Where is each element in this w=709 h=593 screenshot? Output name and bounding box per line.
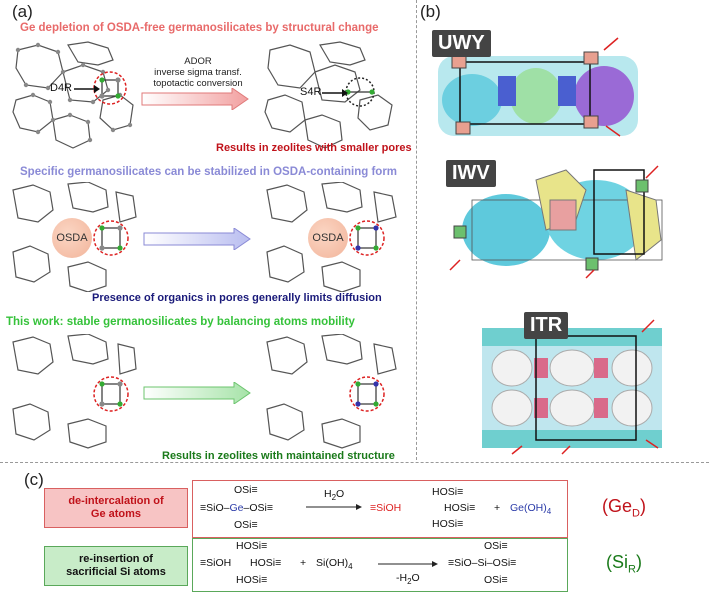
ge-deintercalation-box: de-intercalation of Ge atoms (44, 488, 188, 528)
itr-structure (482, 319, 662, 455)
s4r-pointer-arrow (322, 89, 348, 97)
ge-oh4-text: Ge(OH) (510, 502, 547, 514)
ge-product-hosi-2: HOSi≡ (444, 502, 476, 514)
ge-oh4-sub: 4 (546, 507, 552, 517)
zeolite-framework-right-3 (266, 334, 397, 449)
ge-reaction-frame (192, 480, 568, 538)
ge-d-tag: (GeD) (602, 496, 646, 520)
ge-reactant-bottom: OSi≡ (234, 519, 258, 531)
row2-transform-arrow (143, 228, 251, 250)
si-reagent-o: O (411, 572, 420, 584)
itr-label: ITR (524, 312, 569, 339)
ge-reagent-h: H (324, 488, 332, 500)
si-reinsertion-box: re-insertion of sacrificial Si atoms (44, 546, 188, 586)
zeolite-framework-left-3 (12, 334, 137, 449)
si-product-bottom: OSi≡ (484, 574, 508, 586)
si-reagent-sub: 2 (407, 577, 412, 587)
row3-title: This work: stable germanosilicates by ba… (6, 316, 355, 328)
si-product-middle: ≡SiO–Si–OSi≡ (448, 557, 517, 569)
row1-title: Ge depletion of OSDA-free germanosilicat… (20, 22, 379, 34)
iwv-label: IWV (446, 160, 496, 187)
iwv-structure (449, 165, 663, 279)
ge-product-sioh: ≡SiOH (370, 502, 401, 514)
ge-reactant-middle: ≡SiO–Ge–OSi≡ (200, 502, 273, 514)
ge-d-tag-sub: D (632, 507, 640, 520)
ge-atom: Ge (229, 502, 244, 514)
osda-molecule-left: OSDA (52, 218, 92, 258)
si-reactant-hosi-2: HOSi≡ (250, 557, 282, 569)
row1-result: Results in zeolites with smaller pores (216, 142, 412, 154)
panel-b-label: (b) (420, 2, 441, 21)
panel-divider-horizontal (0, 462, 709, 463)
ge-product-sioh-text: ≡SiOH (370, 502, 402, 514)
zeolite-framework-left-1 (12, 41, 134, 149)
row3-result: Results in zeolites with maintained stru… (162, 450, 395, 462)
si-reagent: -H2O (396, 572, 420, 586)
ge-reagent-sub: 2 (331, 493, 337, 503)
si-r-tag-open: (Si (606, 552, 628, 572)
ador-line-2: inverse sigma transf. (154, 67, 242, 78)
si-plus: + (300, 557, 307, 569)
si-reaction-arrow (378, 561, 438, 567)
ge-d-tag-close: ) (639, 496, 646, 516)
row2-result: Presence of organics in pores generally … (92, 292, 382, 304)
uwy-structure (438, 37, 638, 137)
zeolite-framework-right-1 (264, 41, 393, 149)
ge-box-line-2: Ge atoms (90, 508, 142, 520)
si-box-line-2: sacrificial Si atoms (66, 566, 166, 578)
panel-divider-vertical (416, 0, 417, 460)
panel-c-label: (c) (24, 470, 44, 489)
ge-product-hosi-3: HOSi≡ (432, 518, 464, 530)
si-box-line-1: re-insertion of (79, 553, 153, 565)
row3-transform-arrow (143, 382, 251, 404)
ge-oh4: Ge(OH)4 (510, 502, 551, 516)
ge-reactant-mid-a: ≡SiO– (200, 502, 230, 514)
si-reactant-sioh-text: ≡SiOH (200, 557, 232, 569)
ge-d-tag-open: (Ge (602, 496, 633, 516)
ge-reagent-o: O (336, 488, 345, 500)
ge-reaction-arrow (306, 504, 362, 510)
si-r-tag-sub: R (628, 563, 636, 576)
si-reactant-sioh: ≡SiOH (200, 557, 231, 569)
panel-a-label: (a) (12, 2, 33, 21)
d4r-label: D4R (50, 82, 73, 94)
ador-line-1: ADOR (184, 56, 212, 67)
zeolite-framework-right-2 (266, 182, 397, 292)
si-oh4: Si(OH)4 (316, 557, 353, 571)
ge-plus: + (494, 502, 501, 514)
si-reaction-frame (192, 538, 568, 592)
row2-title: Specific germanosilicates can be stabili… (20, 166, 398, 178)
osda-molecule-right: OSDA (308, 218, 348, 258)
d4r-pointer-arrow (74, 85, 100, 93)
si-r-tag-close: ) (635, 552, 642, 572)
si-reactant-hosi-3: HOSi≡ (236, 574, 268, 586)
si-oh4-text: Si(OH) (316, 557, 349, 569)
zeolite-framework-left-2 (12, 182, 137, 292)
row1-transform-arrow (141, 88, 249, 110)
si-oh4-sub: 4 (348, 562, 353, 572)
ador-line-3: topotactic conversion (153, 78, 243, 89)
s4r-label: S4R (300, 86, 322, 98)
ge-reactant-mid-b: –OSi≡ (243, 502, 273, 514)
si-reagent-h: -H (396, 572, 408, 584)
ge-reagent: H2O (324, 488, 344, 502)
ge-product-hosi-1: HOSi≡ (432, 486, 464, 498)
uwy-label: UWY (432, 30, 491, 57)
ge-box-line-1: de-intercalation of (68, 495, 164, 507)
si-reactant-hosi-1: HOSi≡ (236, 540, 268, 552)
ador-label: ADOR inverse sigma transf. topotactic co… (148, 56, 248, 89)
si-product-top: OSi≡ (484, 540, 508, 552)
si-r-tag: (SiR) (606, 552, 642, 576)
ge-reactant-top: OSi≡ (234, 484, 258, 496)
